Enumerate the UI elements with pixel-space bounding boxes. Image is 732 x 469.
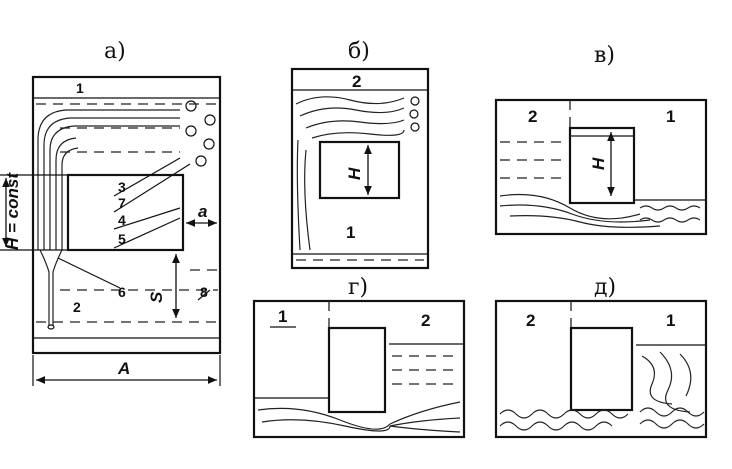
panel-b-label-2: 2 bbox=[352, 72, 361, 91]
panel-v-label-2: 2 bbox=[528, 107, 537, 126]
label-7: 7 bbox=[118, 195, 126, 211]
panel-g-tank bbox=[252, 299, 466, 439]
label-4: 4 bbox=[118, 212, 126, 228]
panel-v-label-1: 1 bbox=[666, 107, 675, 126]
panel-g-label-2: 2 bbox=[421, 311, 430, 330]
bubble bbox=[195, 155, 207, 167]
panel-a-body bbox=[66, 173, 185, 252]
panel-g: г) 1 2 bbox=[252, 275, 466, 439]
label-1: 1 bbox=[76, 80, 84, 96]
panel-a: а) H = const bbox=[0, 39, 222, 386]
panel-v-body bbox=[568, 126, 636, 205]
label-3: 3 bbox=[118, 179, 126, 195]
panel-b-label-1: 1 bbox=[346, 223, 355, 242]
panel-a-tank bbox=[31, 75, 222, 355]
bubble bbox=[185, 125, 197, 137]
dim-h-const: H = const bbox=[3, 172, 22, 250]
panel-a-title: а) bbox=[104, 39, 126, 64]
label-8: 8 bbox=[200, 284, 208, 300]
dim-a-gap: a bbox=[198, 202, 207, 221]
panel-v-tank bbox=[494, 98, 708, 236]
label-5: 5 bbox=[118, 231, 126, 247]
panel-d-body bbox=[569, 326, 634, 412]
dim-a-width: A bbox=[117, 359, 130, 378]
panel-b: б) H 2 1 bbox=[290, 39, 430, 270]
panel-d: д) 2 1 bbox=[494, 275, 708, 439]
panel-g-title: г) bbox=[348, 275, 368, 300]
panel-d-tank bbox=[494, 299, 708, 439]
label-2: 2 bbox=[73, 299, 81, 315]
panel-g-body bbox=[327, 326, 387, 414]
panel-b-title: б) bbox=[348, 39, 370, 64]
panel-b-body bbox=[318, 140, 401, 200]
panel-g-label-1: 1 bbox=[278, 307, 287, 326]
panel-d-title: д) bbox=[594, 275, 616, 300]
dim-s: S bbox=[147, 291, 166, 303]
panel-v-dim-h: H bbox=[589, 157, 608, 170]
bubble bbox=[203, 138, 215, 150]
panel-b-tank bbox=[290, 67, 430, 270]
panel-v: в) H 2 1 bbox=[494, 43, 708, 236]
label-6: 6 bbox=[118, 284, 126, 300]
panel-v-title: в) bbox=[594, 43, 615, 68]
panel-d-label-2: 2 bbox=[526, 311, 535, 330]
panel-b-dim-h: H bbox=[345, 167, 364, 180]
bubble bbox=[204, 114, 216, 126]
panel-d-label-1: 1 bbox=[666, 311, 675, 330]
bubble bbox=[185, 100, 197, 112]
